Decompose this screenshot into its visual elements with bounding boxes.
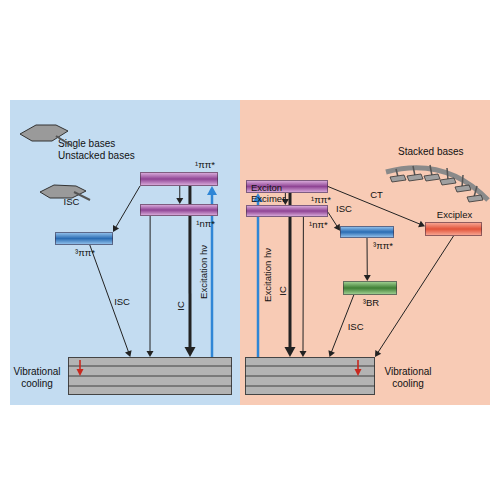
state-label: ¹ππ* — [311, 194, 331, 205]
transition-label: IC — [174, 301, 185, 311]
transition-line — [257, 200, 260, 357]
transition-label: IC — [277, 287, 288, 297]
transition-line — [211, 193, 214, 357]
transition-label: ISC — [348, 321, 364, 332]
state-name: Exciton Excimer — [251, 182, 295, 204]
transition-label: Excitation hν — [197, 245, 208, 299]
state-label: ³BR — [344, 297, 398, 308]
transition-label: CT — [370, 189, 383, 200]
transition-line — [179, 186, 180, 199]
transition-label: Excitation hν — [261, 248, 272, 302]
panel-heading: Stacked bases — [398, 146, 464, 157]
triplet-level: ³ππ* — [340, 226, 394, 238]
state-label: ³ππ* — [373, 240, 393, 251]
singlet-level: ¹nπ* — [140, 204, 218, 216]
panel-heading: Single bases Unstacked bases — [58, 138, 148, 162]
singlet-level: ¹ππ* — [140, 172, 218, 186]
triplet-level: ³ππ* — [55, 232, 113, 245]
state-label: ¹nπ* — [309, 219, 328, 230]
ground-state-box: Vibrational cooling — [68, 357, 232, 395]
state-label: ¹ππ* — [195, 159, 215, 170]
transition-label: ISC — [64, 196, 80, 207]
stacked-panel: Stacked basesExciton Excimer¹ππ*¹nπ*³ππ*… — [240, 100, 490, 405]
ground-state-box: Vibrational cooling — [245, 357, 375, 395]
transition-label: ISC — [336, 202, 352, 213]
state-label: ³ππ* — [56, 247, 114, 258]
state-label: ¹nπ* — [196, 218, 215, 229]
singlet-level: Exciton Excimer¹ππ* — [246, 180, 328, 193]
biradical-level: ³BR — [343, 281, 397, 295]
singlet-level: ¹nπ* — [246, 205, 328, 217]
exciplex-level: Exciplex — [425, 222, 482, 236]
state-label: Exciplex — [426, 209, 483, 220]
ground-state-label: Vibrational cooling — [9, 366, 65, 390]
transition-label: ISC — [114, 296, 130, 307]
transition-line — [150, 216, 151, 352]
ground-state-label: Vibrational cooling — [380, 366, 436, 390]
